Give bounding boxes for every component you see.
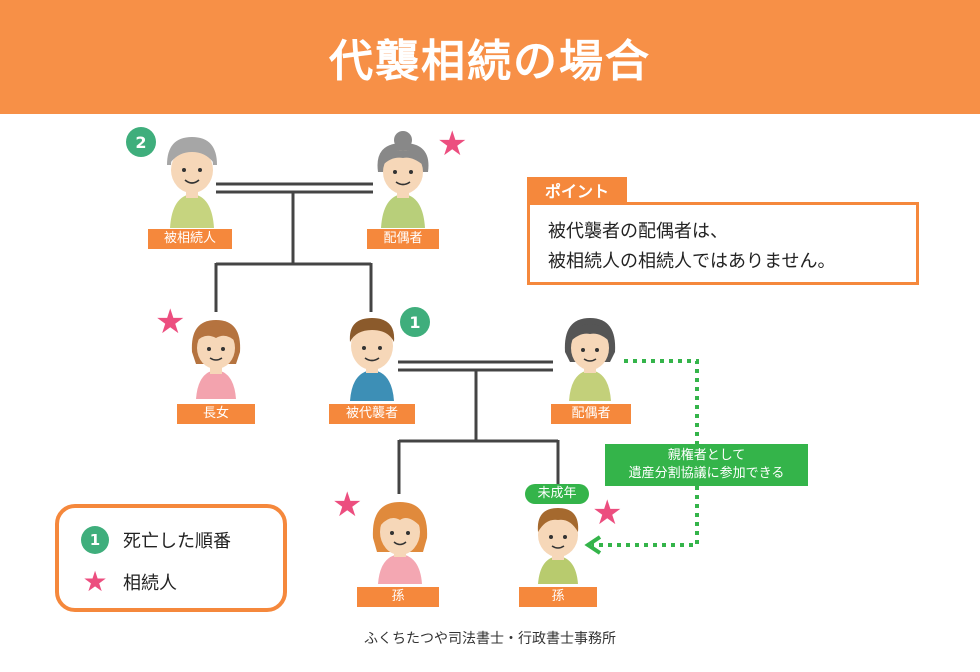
grandchild2-figure (537, 508, 579, 584)
legend-heir-text: 相続人 (123, 573, 177, 594)
heir-star-icon: ★ (332, 485, 363, 525)
title-banner: 代襲相続の場合 (0, 0, 980, 114)
label-grandfather: 被相続人 (148, 229, 232, 249)
death-order-badge-2: 2 (126, 127, 156, 157)
guardian-note: 親権者として 遺産分割協議に参加できる (605, 444, 808, 486)
point-line-1: 被代襲者の配偶者は、 (548, 221, 728, 242)
son-spouse-figure (564, 318, 616, 401)
legend-row-death-order: 1 死亡した順番 (81, 526, 231, 554)
guardian-arrow-head (584, 535, 602, 555)
daughter-figure (191, 320, 241, 399)
legend-death-order-text: 死亡した順番 (123, 531, 231, 552)
legend: 1 死亡した順番 ★ 相続人 (55, 504, 287, 612)
point-line-2: 被相続人の相続人ではありません。 (548, 251, 836, 272)
guardian-note-line-2: 遺産分割協議に参加できる (628, 466, 785, 481)
heir-star-icon: ★ (592, 493, 623, 533)
label-son: 被代襲者 (329, 404, 415, 424)
point-tab: ポイント (527, 177, 627, 203)
label-grandmother: 配偶者 (367, 229, 439, 249)
footer-credit: ふくちたつや司法書士・行政書士事務所 (364, 631, 616, 647)
heir-star-icon: ★ (155, 302, 186, 342)
son-figure (349, 318, 395, 401)
guardian-note-line-1: 親権者として (667, 448, 746, 463)
star-icon: ★ (82, 565, 108, 598)
page-title: 代襲相続の場合 (329, 36, 651, 87)
grandchild1-figure (372, 502, 428, 584)
legend-badge: 1 (81, 526, 109, 554)
heir-star-icon: ★ (437, 124, 468, 164)
minor-tag: 未成年 (525, 484, 589, 504)
label-grandchild1: 孫 (357, 587, 439, 607)
legend-row-heir: ★ 相続人 (81, 568, 177, 596)
label-grandchild2: 孫 (519, 587, 597, 607)
label-son-spouse: 配偶者 (551, 404, 631, 424)
grandfather-figure (167, 137, 217, 228)
point-box: 被代襲者の配偶者は、 被相続人の相続人ではありません。 (527, 202, 919, 285)
label-daughter: 長女 (177, 404, 255, 424)
death-order-badge-1: 1 (400, 307, 430, 337)
grandmother-figure (377, 131, 429, 228)
